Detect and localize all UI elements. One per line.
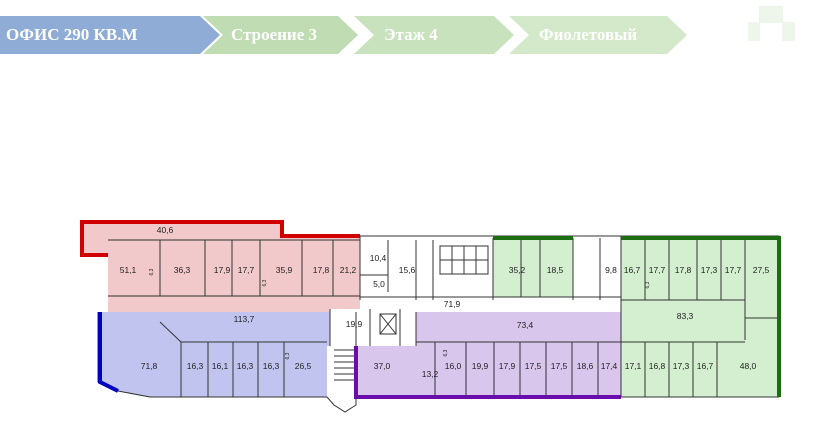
room-label: 21,2 — [340, 265, 357, 275]
breadcrumb-building[interactable]: Строение 3 — [203, 16, 358, 54]
room-label: 17,9 — [214, 265, 231, 275]
room-label: 16,0 — [445, 361, 462, 371]
green-zone-b[interactable] — [621, 238, 779, 397]
room-label: 17,7 — [725, 265, 742, 275]
room-labels: 40,6 51,1 36,3 17,9 17,7 35,9 17,8 21,2 … — [120, 225, 770, 379]
room-label: 35,2 — [509, 265, 526, 275]
room-label: 17,7 — [649, 265, 666, 275]
breadcrumb-building-label: Строение 3 — [231, 25, 317, 44]
room-label-small: 6,3 — [262, 279, 268, 286]
room-label: 16,3 — [237, 361, 254, 371]
room-label-small: 6,3 — [285, 352, 291, 359]
room-label: 16,3 — [263, 361, 280, 371]
room-label: 37,0 — [374, 361, 391, 371]
room-label: 17,8 — [313, 265, 330, 275]
room-label: 35,9 — [276, 265, 293, 275]
breadcrumb-office[interactable]: ОФИС 290 КВ.М — [0, 16, 220, 54]
room-label: 73,4 — [517, 320, 534, 330]
blue-zone-border — [98, 312, 119, 393]
breadcrumb: ОФИС 290 КВ.М Строение 3 Этаж 4 Фиолетов… — [0, 16, 820, 54]
room-label: 17,3 — [673, 361, 690, 371]
room-label: 71,9 — [444, 299, 461, 309]
breadcrumb-zone-label: Фиолетовый — [539, 25, 638, 44]
room-label: 19,9 — [346, 319, 363, 329]
room-label: 16,3 — [187, 361, 204, 371]
room-label: 16,7 — [697, 361, 714, 371]
room-label: 27,5 — [753, 265, 770, 275]
green-zone-border — [493, 236, 781, 397]
faded-logo: ▞▚ — [748, 7, 795, 40]
room-label: 16,7 — [624, 265, 641, 275]
room-label: 71,8 — [141, 361, 158, 371]
room-label: 17,4 — [601, 361, 618, 371]
room-label: 17,8 — [675, 265, 692, 275]
room-label: 13,2 — [422, 369, 439, 379]
room-label: 15,6 — [399, 265, 416, 275]
room-label-small: 6,3 — [443, 349, 449, 356]
room-label-small: 6,3 — [645, 281, 651, 288]
room-label: 17,7 — [238, 265, 255, 275]
room-label: 18,6 — [577, 361, 594, 371]
breadcrumb-floor[interactable]: Этаж 4 — [354, 16, 514, 54]
red-zone-border — [80, 220, 360, 257]
room-label: 36,3 — [174, 265, 191, 275]
room-label: 9,8 — [605, 265, 617, 275]
room-label: 10,4 — [370, 253, 387, 263]
breadcrumb-floor-label: Этаж 4 — [384, 25, 438, 44]
room-label: 17,5 — [525, 361, 542, 371]
room-label: 83,3 — [677, 311, 694, 321]
room-label: 51,1 — [120, 265, 137, 275]
breadcrumb-office-label: ОФИС 290 КВ.М — [6, 25, 138, 44]
room-label: 113,7 — [234, 314, 255, 324]
room-label: 18,5 — [547, 265, 564, 275]
room-label: 26,5 — [295, 361, 312, 371]
room-label: 48,0 — [740, 361, 757, 371]
violet-zone-border — [354, 346, 621, 399]
room-label: 19,9 — [472, 361, 489, 371]
breadcrumb-zone[interactable]: Фиолетовый — [509, 16, 687, 54]
room-label: 16,8 — [649, 361, 666, 371]
violet-zone[interactable] — [356, 312, 621, 397]
room-label: 17,5 — [551, 361, 568, 371]
zone-fills — [82, 222, 779, 397]
room-label: 17,3 — [701, 265, 718, 275]
building-walls — [82, 221, 780, 413]
room-label: 40,6 — [157, 225, 174, 235]
red-zone[interactable] — [82, 222, 360, 312]
room-label: 17,9 — [499, 361, 516, 371]
room-label: 17,1 — [625, 361, 642, 371]
green-zone-a[interactable] — [493, 238, 573, 297]
room-label: 5,0 — [373, 279, 385, 289]
room-label-small: 6,3 — [149, 268, 155, 275]
blue-zone[interactable] — [98, 312, 330, 397]
room-label: 16,1 — [212, 361, 229, 371]
